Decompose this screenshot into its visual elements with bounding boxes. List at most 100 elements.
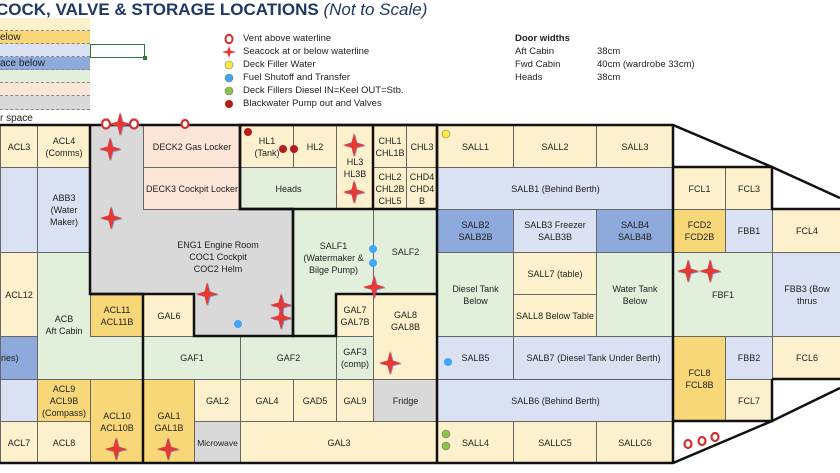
selected-cell[interactable]	[90, 44, 147, 60]
room-gal8: GAL8 GAL8B	[373, 294, 438, 380]
room-acb: ACB Aft Cabin	[37, 252, 91, 337]
title-note: (Not to Scale)	[323, 0, 428, 19]
fuel-shutoff-icon	[224, 73, 234, 83]
door-label: Aft Cabin	[515, 46, 555, 57]
room-acl8: ACL8	[37, 421, 91, 464]
page-title: COCK, VALVE & STORAGE LOCATIONS (Not to …	[0, 0, 427, 20]
room-gal1: GAL1 GAL1B	[143, 379, 195, 464]
room-acl12: ACL12	[0, 252, 38, 337]
key-gold: elow	[0, 31, 90, 44]
room-hl3: HL3 HL3B	[336, 125, 374, 210]
room-heads: Heads	[240, 167, 337, 210]
key-peach	[0, 83, 90, 96]
room-chl2: CHL2 CHL2B CHL5	[373, 167, 407, 210]
room-salb4: SALB4 SALB4B	[596, 209, 674, 253]
room-gal6: GAL6	[143, 294, 195, 337]
room-salb3: SALB3 Freezer SALB3B	[513, 209, 597, 253]
room-sall7: SALL7 (table)	[513, 252, 597, 295]
room-sallc6: SALLC6	[596, 421, 674, 464]
legend-vent: Vent above waterline	[243, 33, 332, 44]
room-abb3: ABB3 (Water Maker)	[37, 167, 91, 253]
room-fcl6: FCL6	[772, 336, 840, 380]
room-fbf1: FBF1	[673, 252, 773, 337]
room-acl3: ACL3	[0, 125, 38, 168]
room-fcl7: FCL7	[725, 379, 773, 422]
room-eng-label: ENG1 Engine Room COC1 Cockpit COC2 Helm	[177, 239, 259, 274]
room-fcl1: FCL1	[673, 167, 726, 210]
room-acl7: ACL7	[0, 421, 38, 464]
room-fcd2: FCD2 FCD2B	[673, 209, 726, 253]
legend-fuel: Fuel Shutoff and Transfer	[243, 72, 351, 83]
room-deck2: DECK2 Gas Locker	[143, 125, 241, 168]
key-green	[0, 70, 90, 83]
room-salf2: SALF2	[373, 209, 438, 295]
room-gaf1: GAF1	[143, 336, 241, 380]
room-gal4: GAL4	[240, 379, 294, 422]
room-salb6: SALB6 (Behind Berth)	[437, 379, 674, 422]
room-fridge: Fridge	[373, 379, 438, 422]
room-salb7: SALB7 (Diesel Tank Under Berth)	[513, 336, 674, 380]
room-eng-lower	[194, 293, 293, 336]
key-footer: r space	[0, 113, 33, 124]
key-blue: ace below	[0, 57, 90, 70]
title-text: COCK, VALVE & STORAGE LOCATIONS	[0, 0, 319, 19]
legend-diesel-fillers: Deck Fillers Diesel IN=Keel OUT=Stb.	[243, 85, 404, 96]
blackwater-icon	[225, 100, 233, 108]
room-aft-lower-berth	[0, 379, 38, 422]
door-value: 38cm	[597, 72, 621, 83]
vent-marker	[710, 431, 720, 443]
room-fcl8: FCL8 FCL8B	[673, 336, 726, 422]
legend-seacock: Seacock at or below waterline	[243, 46, 370, 57]
room-water-tank: Water Tank Below	[596, 252, 674, 337]
room-sall1: SALL1	[437, 125, 514, 168]
room-gal3: GAL3	[240, 421, 438, 464]
room-gal7: GAL7 GAL7B	[336, 294, 374, 337]
room-deck3: DECK3 Cockpit Locker	[143, 167, 241, 210]
room-chl3: CHL3	[406, 125, 438, 168]
deck-filler-water-icon	[224, 60, 234, 70]
deck-filler-diesel-icon	[224, 86, 234, 96]
room-acl11: ACL11 ACL11B	[90, 294, 144, 337]
room-chl1: CHL1 CHL1B	[373, 125, 407, 168]
room-fcl4: FCL4	[772, 209, 840, 253]
room-gaf3: GAF3 (comp)	[336, 336, 374, 380]
room-diesel-tank: Diesel Tank Below	[437, 252, 514, 337]
room-sall3: SALL3	[596, 125, 674, 168]
room-fcl3: FCL3	[725, 167, 773, 210]
room-fbb1: FBB1	[725, 209, 773, 253]
room-sall2: SALL2	[513, 125, 597, 168]
room-gal2: GAL2	[194, 379, 241, 422]
room-aries: ries)	[0, 336, 38, 380]
legend-water-filler: Deck Filler Water	[243, 59, 316, 70]
room-hl2: HL2	[293, 125, 337, 168]
room-aft-berth	[0, 167, 38, 253]
key-light-yellow	[0, 18, 90, 31]
room-hl1: HL1 (Tank)	[240, 125, 294, 168]
door-label: Fwd Cabin	[515, 59, 561, 70]
room-gad5: GAD5	[293, 379, 337, 422]
vent-marker	[683, 438, 693, 450]
room-gaf2: GAF2	[240, 336, 337, 380]
room-fbb3: FBB3 (Bow thrus	[772, 252, 840, 337]
room-salb2: SALB2 SALB2B	[437, 209, 514, 253]
room-microwave: Microwave	[194, 421, 241, 464]
room-acl4: ACL4 (Comms)	[37, 125, 91, 168]
legend-blackwater: Blackwater Pump out and Valves	[243, 98, 382, 109]
room-gal9: GAL9	[336, 379, 374, 422]
room-acl10: ACL10 ACL10B	[90, 379, 144, 464]
vent-marker	[697, 435, 707, 447]
room-acb-lower	[37, 336, 144, 380]
door-value: 38cm	[597, 46, 621, 57]
room-acl9: ACL9 ACL9B (Compass)	[37, 379, 91, 422]
door-value: 40cm (wardrobe 33cm)	[597, 59, 695, 70]
room-salb5: SALB5	[437, 336, 514, 380]
vent-icon	[224, 33, 234, 45]
room-sall8: SALL8 Below Table	[513, 294, 597, 337]
room-fbb2: FBB2	[725, 336, 773, 380]
door-label: Heads	[515, 72, 543, 83]
room-chd4: CHD4 CHD4 B	[406, 167, 438, 210]
room-salb1: SALB1 (Behind Berth)	[437, 167, 674, 210]
key-gray	[0, 96, 90, 110]
key-light-blue	[0, 44, 90, 57]
door-widths-heading: Door widths	[515, 33, 570, 44]
